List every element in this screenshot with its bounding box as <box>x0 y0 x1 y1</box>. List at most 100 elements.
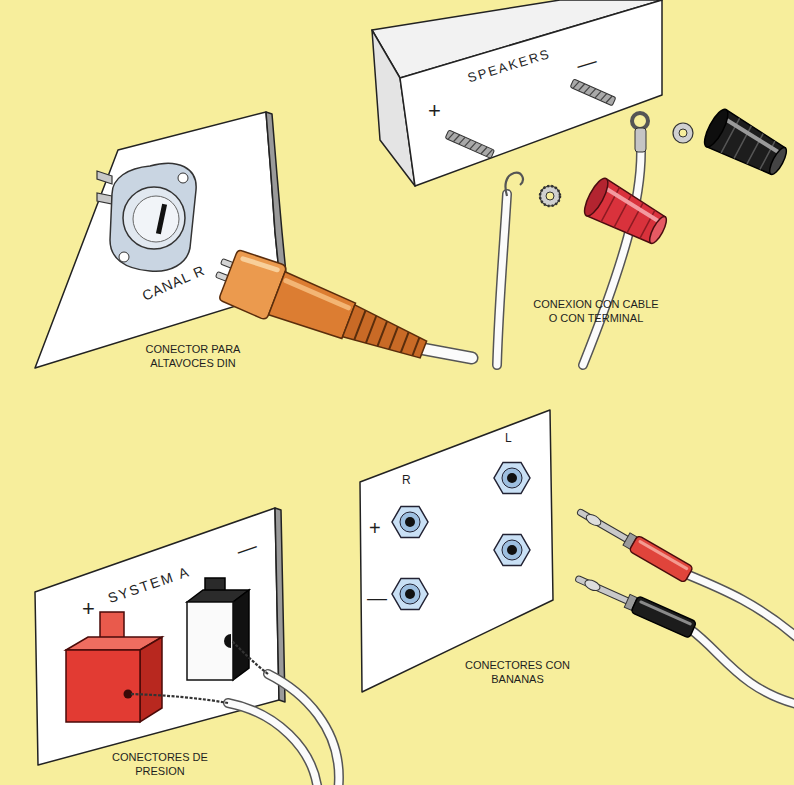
plug-pin <box>215 272 233 284</box>
clamp-side <box>233 590 249 680</box>
panel-outline <box>30 105 292 375</box>
cable <box>228 703 318 785</box>
panel-outline <box>370 0 665 190</box>
clamp-lever <box>205 578 225 604</box>
red-cap-nut <box>580 175 672 251</box>
panel-face <box>266 112 288 294</box>
socket-slot <box>156 204 167 234</box>
panel-marking: L <box>505 432 512 444</box>
plug-pin <box>576 508 629 543</box>
bare-wire <box>130 694 228 703</box>
binding-post <box>494 462 530 493</box>
washer-teeth <box>540 186 560 206</box>
cable <box>686 574 794 640</box>
post-hole <box>405 589 415 599</box>
cable-outline <box>418 348 472 358</box>
caption: CONECTORES DE PRESION <box>105 750 215 779</box>
connector-panel: CANAL R <box>30 105 292 375</box>
nut-base <box>700 106 732 150</box>
cable <box>583 152 641 365</box>
mounting-hole <box>119 252 129 262</box>
connector-panel: SPEAKERS+— <box>370 0 665 190</box>
ring-terminal <box>632 113 648 129</box>
plug-sleeve <box>629 535 693 583</box>
binding-post <box>494 534 530 565</box>
panel-marking: — <box>367 588 387 608</box>
socket-lug <box>97 193 112 204</box>
pin-spring <box>584 512 602 528</box>
terminal-screw <box>445 130 494 159</box>
plug-collar <box>624 594 637 610</box>
plug-body <box>269 272 357 343</box>
plug-highlight <box>285 281 350 308</box>
black-banana-plug <box>572 570 696 639</box>
connector-panel: RL+— <box>355 405 560 697</box>
washer <box>673 123 693 143</box>
washer-hole <box>712 134 720 142</box>
cable <box>690 629 794 705</box>
panel-face <box>35 508 279 765</box>
cable-outline <box>268 674 339 785</box>
connector-panel: SYSTEM A+— <box>30 500 285 770</box>
hex-nut <box>494 534 530 565</box>
binding-post <box>392 578 428 609</box>
nut-top <box>647 214 670 245</box>
red-banana-plug <box>574 503 694 583</box>
cable-outline <box>497 194 507 365</box>
relief-ridges <box>354 310 421 361</box>
cable-outline <box>686 574 794 640</box>
plug-highlight <box>243 257 277 272</box>
mounting-hole <box>178 173 188 183</box>
sleeve-highlight <box>640 542 687 569</box>
post-ring <box>400 584 420 604</box>
cable <box>497 194 507 365</box>
clamp-front <box>187 602 233 680</box>
bare-wire <box>232 641 268 674</box>
cable <box>418 348 472 358</box>
panel-marking: + <box>82 598 95 620</box>
post-ring <box>502 468 522 488</box>
washer-hole <box>679 129 687 137</box>
washer-hole <box>546 192 554 200</box>
panel-face <box>400 0 662 186</box>
toothed-washer <box>540 186 560 206</box>
post-hole <box>507 473 517 483</box>
caption: CONECTORES CON BANANAS <box>455 658 580 687</box>
panel-marking: + <box>428 100 441 122</box>
panel-outline <box>355 405 560 697</box>
panel-face <box>275 508 285 702</box>
nut-highlight <box>605 189 660 221</box>
nut-ridges <box>601 187 656 241</box>
post-ring <box>400 512 420 532</box>
toothed-washer <box>706 128 726 148</box>
nut-highlight <box>725 120 780 152</box>
binding-post <box>392 506 428 537</box>
clamp-hole <box>124 690 133 699</box>
cable-outline <box>228 703 318 785</box>
hex-nut <box>494 462 530 493</box>
strain-relief <box>343 305 430 365</box>
socket-lug <box>97 171 112 184</box>
clamp-top <box>187 590 249 602</box>
black-cap-nut <box>700 106 792 182</box>
hex-nut <box>392 578 428 609</box>
terminal-screw <box>570 79 616 106</box>
terminal-barrel <box>635 128 646 152</box>
nut-ridges <box>721 118 776 172</box>
panel-marking: + <box>369 518 381 538</box>
plug-sleeve <box>631 596 697 638</box>
plug-pin <box>221 258 239 270</box>
plug-collar <box>623 533 637 549</box>
cable <box>268 674 339 785</box>
screw-thread <box>573 80 612 104</box>
nut-body <box>586 179 668 249</box>
clamp-front <box>66 650 140 722</box>
clamp-hole <box>224 634 231 648</box>
sleeve-highlight <box>641 602 690 624</box>
cable-outline <box>583 152 641 365</box>
nut-body <box>706 110 788 180</box>
socket-face <box>133 196 179 242</box>
